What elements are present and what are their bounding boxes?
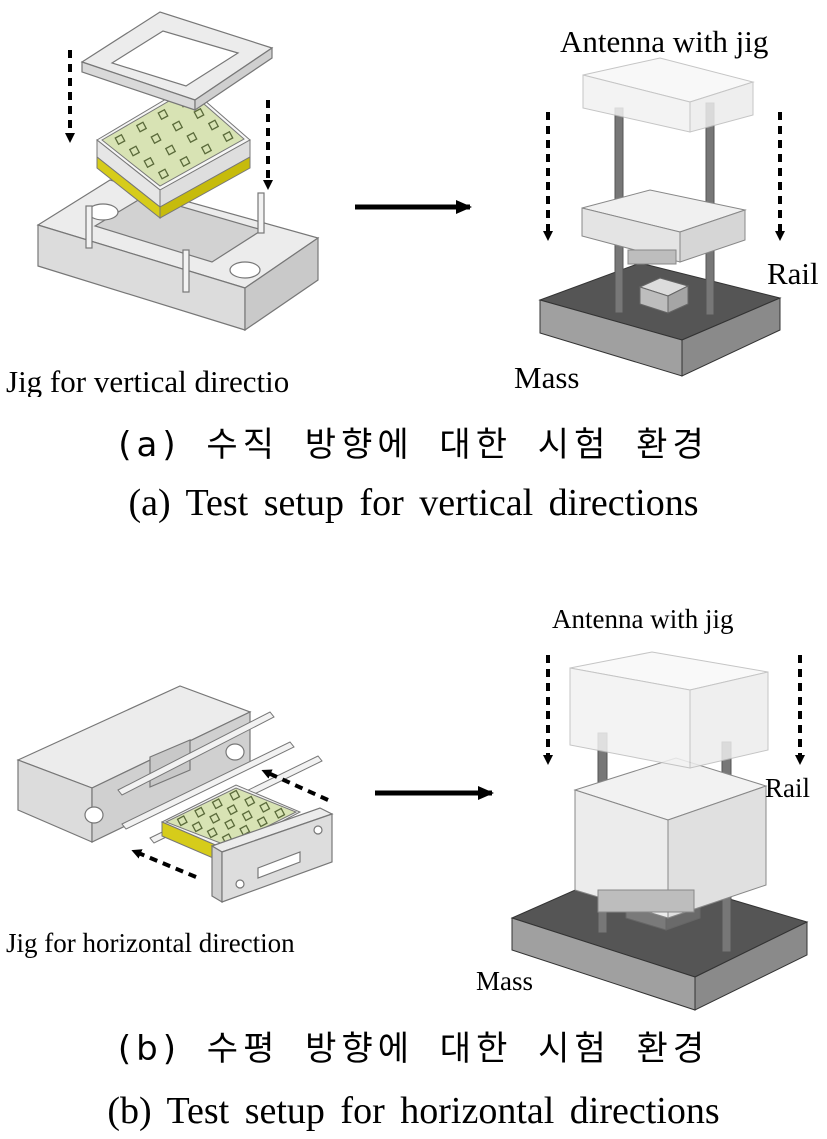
assembly-direction-arrows <box>65 50 273 190</box>
antenna-array-block <box>96 85 251 220</box>
jig-label-b: Jig for horizontal direction <box>6 928 295 958</box>
antenna-patch <box>194 806 206 818</box>
antenna-patch <box>157 108 169 121</box>
antenna-patch <box>179 155 191 168</box>
falling-carrier-b <box>573 757 768 919</box>
sliding-antenna-tray <box>160 784 302 865</box>
horizontal-jig-illustration <box>16 685 334 904</box>
drop-direction-arrows-b <box>543 655 805 765</box>
antenna-patch <box>114 133 126 146</box>
antenna-patch <box>164 144 177 156</box>
jig-guide-pins <box>85 192 265 293</box>
jig-base-block <box>36 179 320 332</box>
mass-block <box>638 277 690 314</box>
slide-direction-arrows <box>131 769 329 879</box>
caption-en-b: (b) Test setup for horizontal directions <box>107 1090 720 1132</box>
antenna-patch <box>176 815 188 827</box>
sliding-end-plate <box>210 807 334 904</box>
antenna-patch <box>244 795 256 807</box>
vertical-jig-illustration <box>36 11 320 332</box>
antenna-patch <box>193 107 205 120</box>
horizontal-drop-tester <box>510 651 809 1011</box>
antenna-patch <box>200 143 213 155</box>
antenna-patch <box>209 812 221 824</box>
antenna-label-a: Antenna with jig <box>560 24 769 59</box>
antenna-patch <box>259 801 271 813</box>
jig-label-a: Jig for vertical directio <box>6 366 290 397</box>
antenna-patch <box>222 130 234 143</box>
antenna-patch <box>241 810 253 822</box>
antenna-patch <box>211 798 223 810</box>
drop-direction-arrows <box>543 112 785 241</box>
caption-ko-a: (a) 수직 방향에 대한 시험 환경 <box>118 425 709 465</box>
antenna-label-b: Antenna with jig <box>552 604 734 634</box>
falling-carrier <box>581 189 747 265</box>
antenna-patch <box>224 818 236 830</box>
antenna-patch <box>274 807 286 819</box>
antenna-patch <box>157 168 170 180</box>
antenna-patch-grid <box>114 96 234 180</box>
antenna-patch <box>229 789 241 801</box>
antenna-patch <box>143 156 155 169</box>
rail-label-a: Rail <box>767 256 819 291</box>
antenna-patch <box>128 145 141 157</box>
caption-ko-b: (b) 수평 방향에 대한 시험 환경 <box>117 1029 710 1069</box>
antenna-patch <box>171 120 184 132</box>
antenna-patch <box>207 119 220 131</box>
antenna-with-jig-ghost-b <box>569 651 769 769</box>
antenna-patch <box>256 816 268 828</box>
antenna-patch <box>226 804 238 816</box>
antenna-patch <box>135 121 148 133</box>
antenna-patch <box>191 821 203 833</box>
vertical-drop-tester <box>538 57 785 377</box>
mass-label-b: Mass <box>476 966 534 996</box>
rail-label-b: Rail <box>765 773 810 803</box>
mass-label-a: Mass <box>514 360 580 395</box>
antenna-patch <box>150 132 162 145</box>
jig-top-frame <box>80 11 274 112</box>
antenna-patch-grid-b <box>176 789 286 845</box>
caption-en-a: (a) Test setup for vertical directions <box>128 482 699 524</box>
antenna-patch <box>186 131 198 144</box>
antenna-with-jig-ghost <box>582 57 755 133</box>
antenna-patch <box>206 827 218 839</box>
